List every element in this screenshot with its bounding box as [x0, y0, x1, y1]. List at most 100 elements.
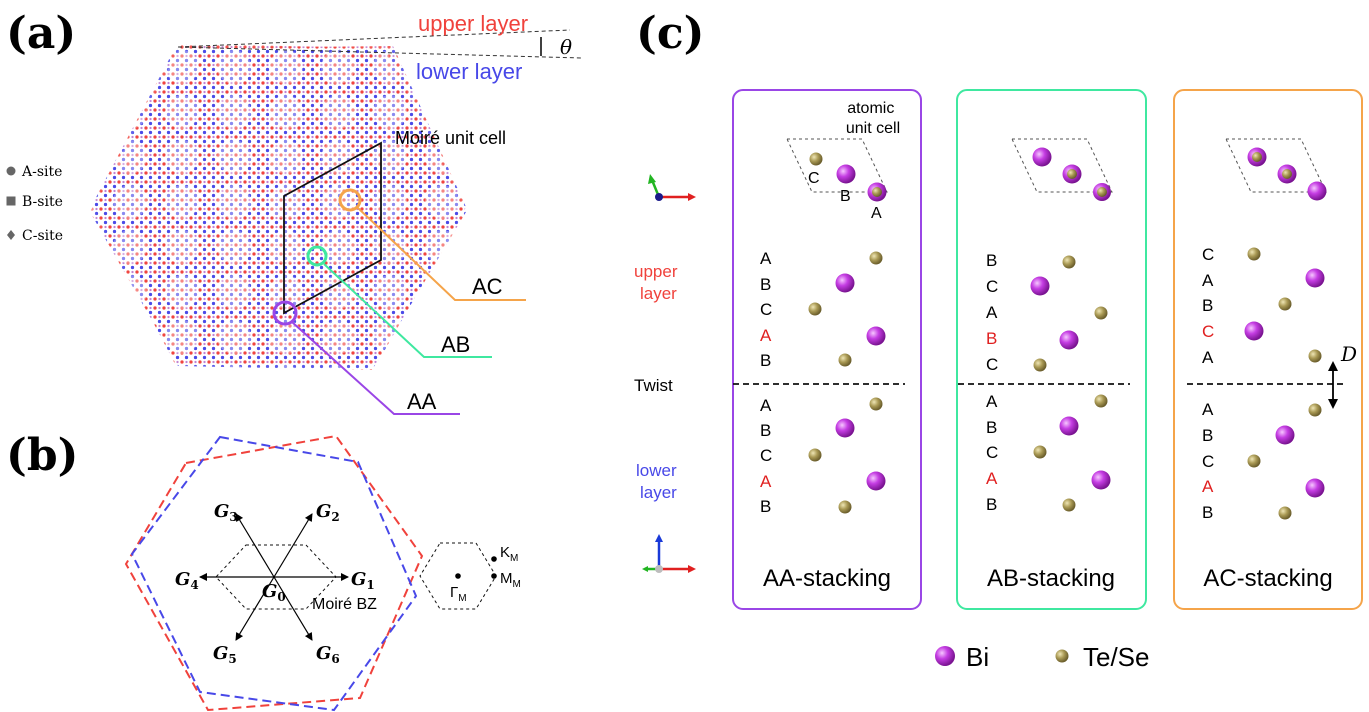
- layer-letter: A: [986, 392, 998, 411]
- aa-atoms: [808, 251, 886, 514]
- te-atom: [1282, 169, 1292, 179]
- cell-site-b-label: B: [840, 188, 851, 205]
- ab-leader-line: [323, 263, 492, 358]
- panel-c-label: (c): [636, 8, 704, 59]
- ab-stacking-box: B C A B C A B C A B: [956, 89, 1147, 610]
- te-atom: [1033, 445, 1047, 459]
- te-atom: [1094, 394, 1108, 408]
- bi-atom: [1305, 478, 1325, 498]
- layer-letter: B: [1202, 426, 1213, 445]
- g6-label: G6: [316, 643, 340, 666]
- te-atom: [1308, 349, 1322, 363]
- layer-letter: C: [986, 355, 998, 374]
- bi-atom: [835, 418, 855, 438]
- layer-letter: B: [760, 421, 771, 440]
- a-site-label: A-site: [21, 164, 62, 180]
- aa-tag: AA: [407, 389, 437, 414]
- te-atom: [1247, 247, 1261, 261]
- layer-letter: B: [760, 351, 771, 370]
- layer-letter: C: [986, 277, 998, 296]
- layer-letter: B: [1202, 503, 1213, 522]
- layer-letter: A: [986, 303, 998, 322]
- layer-letter: A: [760, 396, 772, 415]
- layer-letter: C: [760, 446, 772, 465]
- moire-bz-label: Moiré BZ: [312, 596, 377, 613]
- d-label: D: [1340, 342, 1357, 366]
- twist-label: Twist: [634, 376, 673, 395]
- g2-label: G2: [316, 501, 340, 524]
- te-atom: [869, 397, 883, 411]
- layer-letter: A: [1202, 477, 1214, 496]
- lower-layer-label: lower layer: [416, 59, 522, 84]
- layer-letter: A: [1202, 271, 1214, 290]
- bottom-axes-icon: [642, 534, 696, 573]
- layer-letter: A: [760, 249, 772, 268]
- small-bz-hexagon: [419, 542, 497, 610]
- a-site-marker: [6, 166, 16, 176]
- layer-letter: C: [1202, 245, 1214, 264]
- ac-box-frame: [1173, 89, 1363, 610]
- atomic-unit-cell-label: atomic unit cell: [846, 100, 900, 137]
- lower-layer-side-label: lower layer: [636, 461, 681, 502]
- bi-atom: [1244, 321, 1264, 341]
- te-atom: [1097, 187, 1107, 197]
- bi-atom: [1275, 425, 1295, 445]
- top-axes-icon: [648, 174, 696, 201]
- panel-a-label: (a): [6, 8, 76, 59]
- blue-brillouin-zone: [130, 435, 418, 712]
- bi-atom: [1059, 330, 1079, 350]
- ac-stacking-title: AC-stacking: [1203, 565, 1332, 592]
- g3-vector: [235, 513, 275, 578]
- ab-layer-sequence: B C A B C A B C A B: [986, 251, 998, 514]
- te-atom: [809, 152, 823, 166]
- bi-atom: [1059, 416, 1079, 436]
- te-atom: [1308, 403, 1322, 417]
- te-atom: [1062, 255, 1076, 269]
- aa-stacking-title: AA-stacking: [763, 565, 891, 592]
- layer-letter: B: [760, 275, 771, 294]
- atom-legend: Bi Te/Se: [935, 642, 1150, 672]
- aa-leader-line: [291, 321, 460, 415]
- aa-atomic-cell: [786, 138, 888, 193]
- te-atom: [838, 353, 852, 367]
- tese-legend-marker: [1055, 649, 1069, 663]
- theta-label: θ: [560, 35, 572, 59]
- te-atom: [869, 251, 883, 265]
- red-brillouin-zone: [124, 434, 424, 712]
- moire-bz-hexagon: [215, 544, 337, 610]
- layer-letter: B: [986, 251, 997, 270]
- layer-letter: C: [760, 300, 772, 319]
- b-site-marker: [6, 196, 16, 206]
- g6-vector: [273, 576, 313, 641]
- g1-label: G1: [351, 569, 375, 592]
- ac-atoms: [1244, 247, 1325, 520]
- moire-unit-cell: [283, 141, 382, 315]
- aa-stacking-box: atomic unit cell C B A A B C A B A B C A…: [732, 89, 922, 610]
- te-atom: [808, 302, 822, 316]
- k-point: [491, 556, 497, 562]
- te-atom: [1278, 297, 1292, 311]
- aa-site-circle: [272, 300, 298, 326]
- layer-letter: B: [986, 495, 997, 514]
- te-atom: [1062, 498, 1076, 512]
- layer-letter: C: [986, 443, 998, 462]
- layer-letter: B: [1202, 296, 1213, 315]
- ab-site-circle: [306, 245, 328, 267]
- layer-letter: A: [1202, 348, 1214, 367]
- bi-atom: [1032, 147, 1052, 167]
- interlayer-distance-arrow: [1328, 361, 1338, 409]
- te-atom: [872, 187, 882, 197]
- bi-atom: [866, 471, 886, 491]
- g4-label: G4: [175, 569, 199, 592]
- g5-label: G5: [213, 643, 237, 666]
- ab-box-frame: [956, 89, 1147, 610]
- layer-letter: C: [1202, 322, 1214, 341]
- layer-letter: B: [986, 418, 997, 437]
- c-site-marker: [7, 230, 15, 240]
- te-atom: [1033, 358, 1047, 372]
- ac-leader-line: [357, 207, 526, 301]
- bi-atom: [1307, 181, 1327, 201]
- bi-atom: [835, 273, 855, 293]
- ab-atomic-cell: [1011, 138, 1113, 193]
- bi-atom: [836, 164, 856, 184]
